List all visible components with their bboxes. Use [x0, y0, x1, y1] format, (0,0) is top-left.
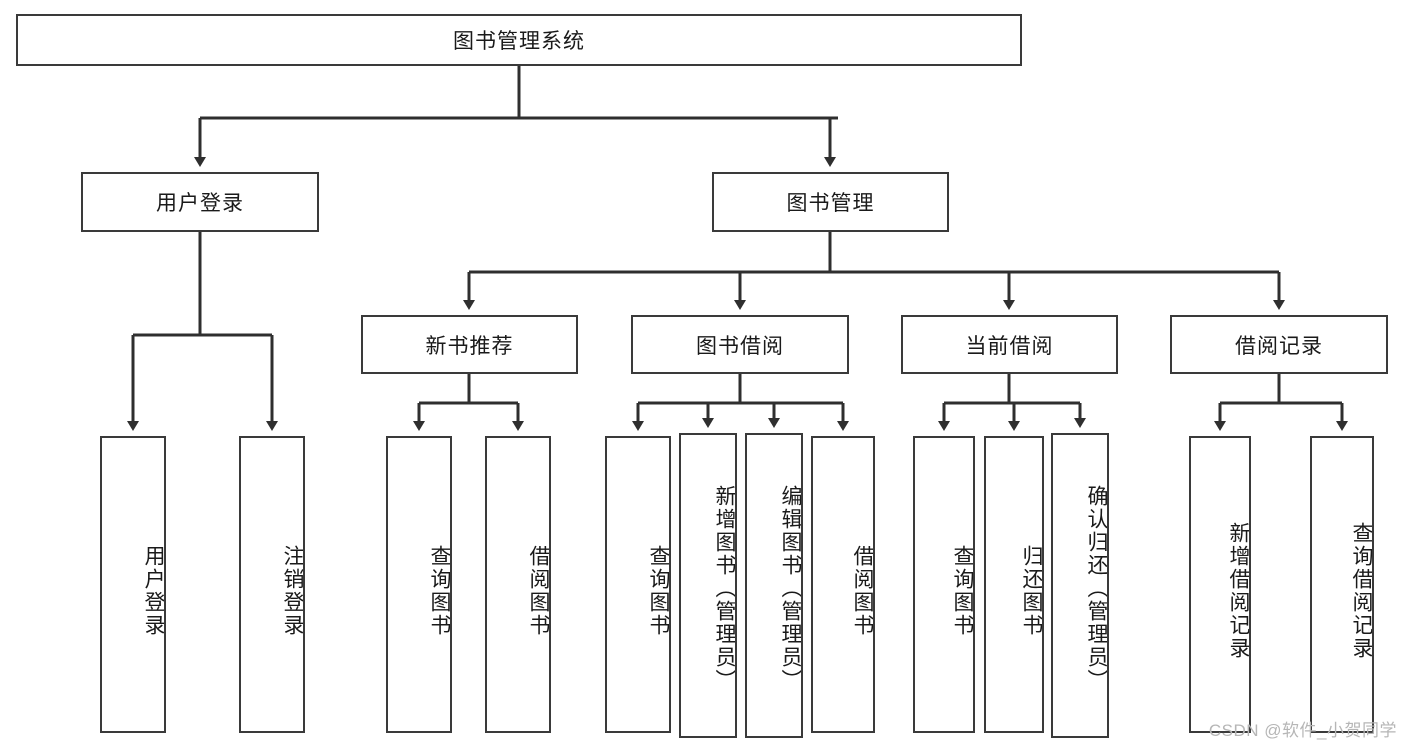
node-leaf-add-record[interactable]: 新增借阅记录	[1189, 436, 1251, 733]
node-leaf-return-book-label: 归还图书	[1020, 544, 1043, 637]
node-leaf-query-book-1[interactable]: 查询图书	[386, 436, 452, 733]
node-leaf-query-record-label: 查询借阅记录	[1350, 521, 1373, 660]
node-leaf-query-record[interactable]: 查询借阅记录	[1310, 436, 1374, 733]
node-borrow-record-label: 借阅记录	[1235, 334, 1323, 358]
node-book-borrow-label: 图书借阅	[696, 334, 784, 358]
node-leaf-user-login-label: 用户登录	[142, 544, 165, 637]
node-leaf-user-logout[interactable]: 注销登录	[239, 436, 305, 733]
node-leaf-user-logout-label: 注销登录	[281, 544, 304, 637]
node-leaf-edit-book-label: 编辑图书（管理员）	[779, 485, 802, 692]
node-leaf-confirm-return[interactable]: 确认归还（管理员）	[1051, 433, 1109, 738]
node-leaf-add-book-label: 新增图书（管理员）	[713, 485, 736, 692]
node-new-book-recommend[interactable]: 新书推荐	[361, 315, 578, 374]
node-leaf-query-book-3-label: 查询图书	[951, 544, 974, 637]
node-book-manage[interactable]: 图书管理	[712, 172, 949, 232]
node-root-label: 图书管理系统	[453, 30, 585, 53]
node-user-login-label: 用户登录	[156, 192, 244, 215]
node-book-borrow[interactable]: 图书借阅	[631, 315, 849, 374]
node-leaf-query-book-3[interactable]: 查询图书	[913, 436, 975, 733]
node-new-book-recommend-label: 新书推荐	[425, 334, 514, 358]
node-leaf-edit-book[interactable]: 编辑图书（管理员）	[745, 433, 803, 738]
node-leaf-add-book[interactable]: 新增图书（管理员）	[679, 433, 737, 738]
node-user-login[interactable]: 用户登录	[81, 172, 319, 232]
node-leaf-borrow-book-2[interactable]: 借阅图书	[811, 436, 875, 733]
node-leaf-confirm-return-label: 确认归还（管理员）	[1085, 485, 1108, 692]
node-leaf-add-record-label: 新增借阅记录	[1227, 521, 1250, 660]
node-leaf-query-book-2[interactable]: 查询图书	[605, 436, 671, 733]
node-book-manage-label: 图书管理	[786, 192, 875, 215]
node-leaf-borrow-book-1[interactable]: 借阅图书	[485, 436, 551, 733]
node-borrow-record[interactable]: 借阅记录	[1170, 315, 1388, 374]
node-leaf-query-book-1-label: 查询图书	[428, 544, 451, 637]
node-leaf-query-book-2-label: 查询图书	[647, 544, 670, 637]
watermark: CSDN @软件_小贺同学	[1208, 721, 1397, 740]
node-current-borrow-label: 当前借阅	[965, 334, 1054, 358]
node-leaf-borrow-book-2-label: 借阅图书	[851, 544, 874, 637]
node-current-borrow[interactable]: 当前借阅	[901, 315, 1118, 374]
node-leaf-borrow-book-1-label: 借阅图书	[527, 544, 550, 637]
node-leaf-return-book[interactable]: 归还图书	[984, 436, 1044, 733]
node-leaf-user-login[interactable]: 用户登录	[100, 436, 166, 733]
node-root[interactable]: 图书管理系统	[16, 14, 1022, 66]
